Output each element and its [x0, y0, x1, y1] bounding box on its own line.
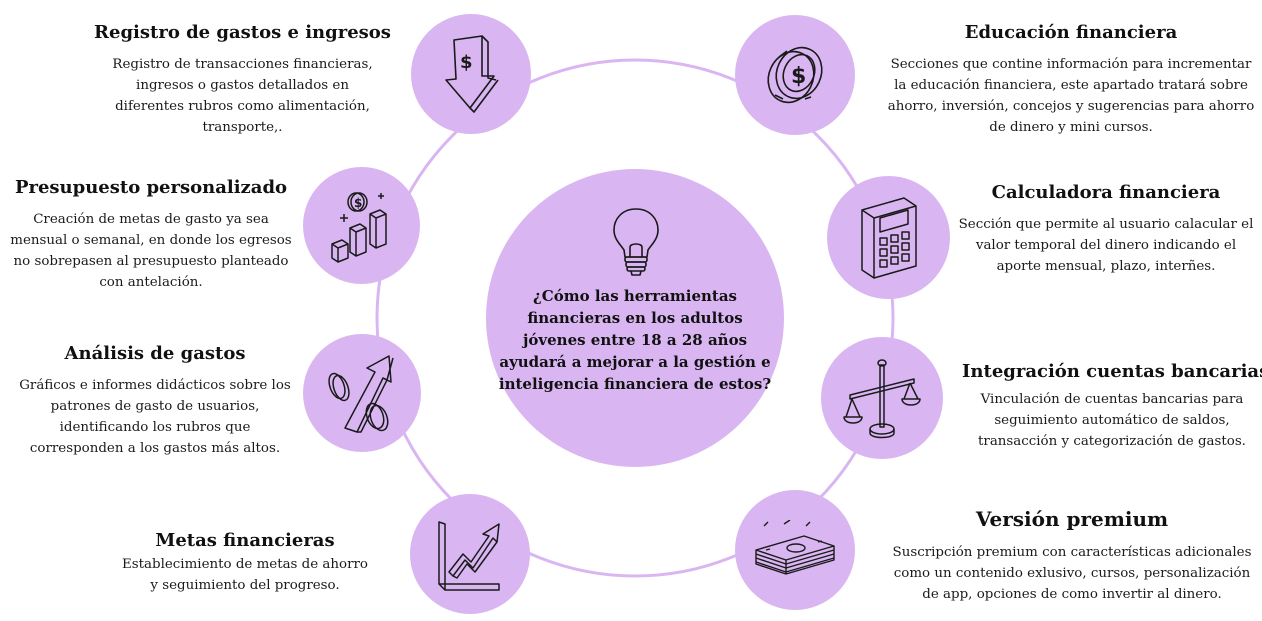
calculator-icon	[860, 196, 917, 279]
feature-metas-title: Metas financieras	[155, 530, 335, 551]
feature-premium: Versión premium Suscripción premium con …	[884, 506, 1260, 621]
feature-integracion-description: Vinculación de cuentas bancarias para se…	[978, 392, 1246, 449]
node-metas	[410, 494, 530, 614]
feature-registro: Registro de gastos e ingresos Registro d…	[90, 20, 395, 138]
feature-integracion: Integración cuentas bancarias Vinculació…	[962, 359, 1262, 452]
node-educacion: $	[735, 15, 855, 135]
feature-metas: Metas financieras Establecimiento de met…	[95, 528, 395, 596]
svg-text:$: $	[460, 52, 473, 73]
node-calculadora	[827, 176, 950, 299]
central-question: ¿Cómo las herramientas financieras en lo…	[498, 287, 772, 393]
feature-educacion-description: Secciones que contine información para i…	[887, 57, 1255, 135]
balance-scale-icon	[843, 359, 921, 439]
feature-calculadora-title: Calculadora financiera	[991, 182, 1221, 203]
dollar-coin-icon: $	[767, 46, 823, 104]
dollar-down-arrow-icon: $	[445, 35, 499, 113]
node-analisis	[303, 334, 421, 452]
feature-analisis-description: Gráficos e informes didácticos sobre los…	[19, 378, 291, 456]
svg-text:$: $	[354, 196, 362, 210]
feature-integracion-title: Integración cuentas bancarias	[962, 361, 1262, 382]
feature-analisis-title: Análisis de gastos	[64, 343, 246, 364]
money-stack-icon	[755, 520, 835, 575]
feature-premium-description: Suscripción premium con características …	[892, 545, 1252, 602]
feature-calculadora: Calculadora financiera Sección que permi…	[950, 180, 1262, 277]
feature-presupuesto: Presupuesto personalizado Creación de me…	[0, 175, 302, 293]
feature-calculadora-description: Sección que permite al usuario calacular…	[958, 217, 1254, 274]
feature-metas-description: Establecimiento de metas de ahorro y seg…	[122, 557, 368, 593]
node-presupuesto: $	[303, 167, 420, 284]
svg-text:$: $	[791, 64, 806, 89]
node-registro: $	[411, 14, 531, 134]
central-question-circle	[486, 169, 784, 467]
feature-registro-description: Registro de transacciones financieras, i…	[112, 57, 373, 135]
growth-arrow-icon	[438, 521, 500, 591]
percent-arrow-icon	[328, 355, 394, 433]
lightbulb-icon	[613, 208, 659, 276]
feature-educacion-title: Educación financiera	[964, 22, 1178, 43]
node-premium	[735, 490, 855, 610]
feature-analisis: Análisis de gastos Gráficos e informes d…	[0, 341, 310, 459]
feature-presupuesto-description: Creación de metas de gasto ya sea mensua…	[10, 212, 292, 290]
coin-bar-chart-icon: $	[330, 191, 387, 263]
feature-presupuesto-title: Presupuesto personalizado	[14, 177, 288, 198]
feature-registro-title: Registro de gastos e ingresos	[94, 22, 391, 43]
feature-educacion: Educación financiera Secciones que conti…	[880, 20, 1262, 138]
feature-premium-title: Versión premium	[975, 507, 1169, 531]
node-integracion	[821, 337, 943, 459]
